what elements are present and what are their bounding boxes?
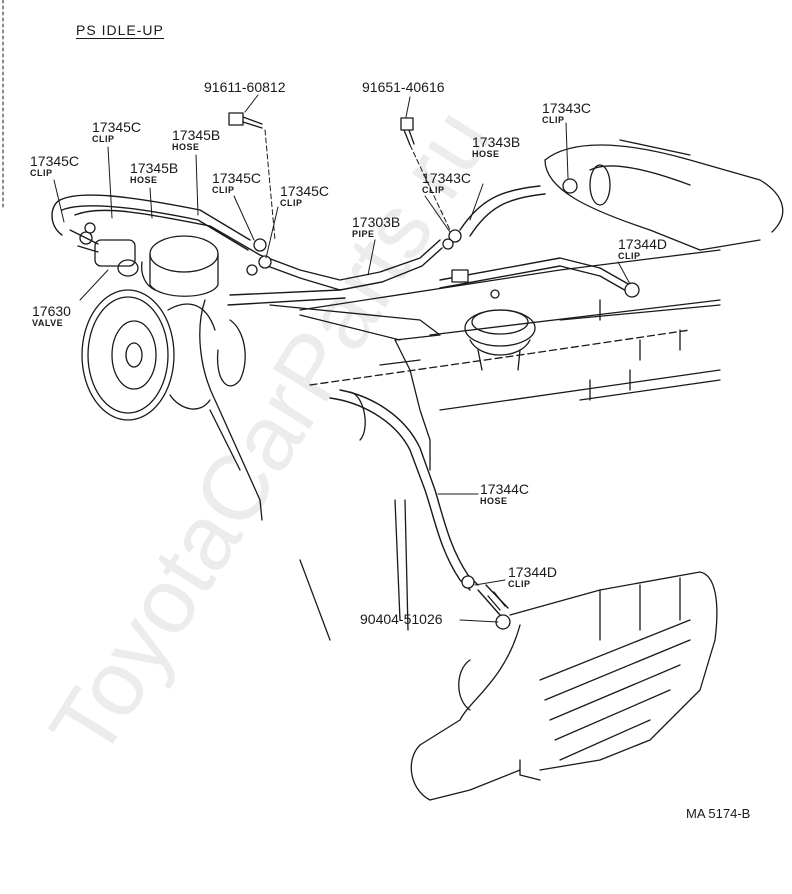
part-description: CLIP (280, 198, 303, 208)
part-number: 91651-40616 (362, 79, 445, 95)
oil-filler-cap (464, 289, 536, 371)
callout-91611-60812: 91611-60812 (204, 80, 285, 94)
part-number: 17343C (542, 100, 592, 116)
part-description: CLIP (618, 251, 641, 261)
leader-lines (53, 94, 631, 623)
callout-17344d-bottom: 17344D CLIP (508, 565, 557, 589)
callout-17343c-top: 17343C CLIP (542, 101, 591, 125)
part-number: 17343B (472, 134, 521, 150)
part-description: CLIP (542, 115, 565, 125)
vacuum-hoses (51, 185, 631, 616)
ps-reservoir (140, 235, 219, 297)
bolts (228, 112, 506, 611)
diagram-title: PS IDLE-UP (76, 22, 164, 39)
part-number: 91611-60812 (204, 79, 286, 95)
part-description: CLIP (422, 185, 445, 195)
part-number: 90404-51026 (360, 611, 443, 627)
callout-17345b-b: 17345B HOSE (130, 161, 178, 185)
part-description: HOSE (172, 142, 200, 152)
callout-17344d-top: 17344D CLIP (618, 237, 667, 261)
part-number: 17345B (172, 127, 221, 143)
part-number: 17630 (32, 303, 71, 319)
part-number: 17345C (280, 183, 330, 199)
part-description: VALVE (32, 318, 64, 328)
callout-17345c-c: 17345C CLIP (212, 171, 261, 195)
part-description: CLIP (212, 185, 235, 195)
part-number: 17345B (130, 160, 179, 176)
part-number: 17344C (480, 481, 530, 497)
part-description: HOSE (480, 496, 508, 506)
clips (246, 178, 640, 630)
callout-17344c: 17344C HOSE (480, 482, 529, 506)
callout-90404-51026: 90404-51026 (360, 612, 443, 626)
callout-17303b: 17303B PIPE (352, 215, 400, 239)
callout-17343b: 17343B HOSE (472, 135, 520, 159)
part-description: CLIP (92, 134, 115, 144)
callout-17343c-mid: 17343C CLIP (422, 171, 471, 195)
callout-17345c-b: 17345C CLIP (30, 154, 79, 178)
part-number: 17344D (618, 236, 668, 252)
part-description: HOSE (472, 149, 500, 159)
part-number: 17345C (212, 170, 262, 186)
part-number: 17345C (30, 153, 80, 169)
part-number: 17303B (352, 214, 401, 230)
diagram-code: MA 5174-B (686, 806, 751, 821)
callout-17630: 17630 VALVE (32, 304, 71, 328)
part-number: 17343C (422, 170, 472, 186)
intake-manifold (410, 571, 718, 801)
vsv-valve-17630 (69, 222, 139, 277)
part-description: CLIP (30, 168, 53, 178)
part-number: 17345C (92, 119, 142, 135)
part-description: HOSE (130, 175, 158, 185)
callout-17345c-d: 17345C CLIP (280, 184, 329, 208)
engine-block (199, 299, 441, 641)
part-description: PIPE (352, 229, 375, 239)
air-cleaner (544, 139, 784, 251)
callout-17345b-a: 17345B HOSE (172, 128, 220, 152)
ps-pump-pulley (81, 289, 216, 421)
part-number: 17344D (508, 564, 558, 580)
callout-17345c-a: 17345C CLIP (92, 120, 141, 144)
callout-91651-40616: 91651-40616 (362, 80, 445, 94)
part-description: CLIP (508, 579, 531, 589)
head-cover (299, 249, 721, 411)
